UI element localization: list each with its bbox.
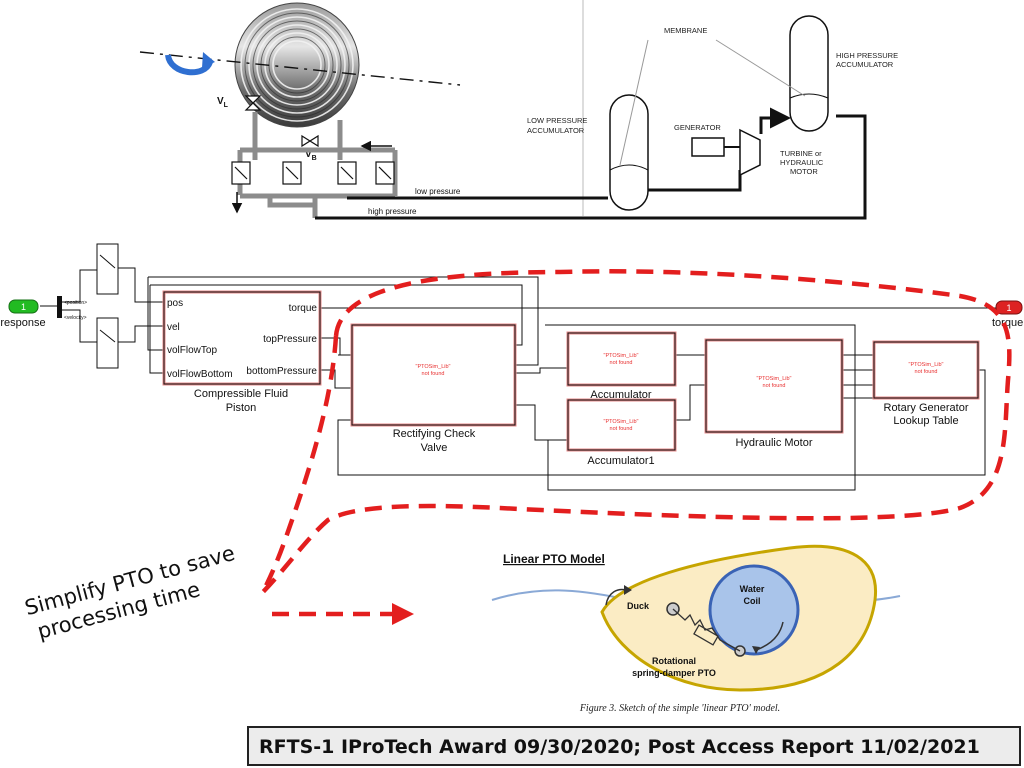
rotary-generator-block[interactable]: "PTOSim_Lib" not found Rotary Generator … — [872, 340, 980, 427]
low-pressure-label: low pressure — [415, 187, 461, 196]
hydraulic-motor-block[interactable]: "PTOSim_Lib" not found Hydraulic Motor — [704, 338, 844, 449]
water-coil-label-2: Coil — [744, 596, 761, 606]
low-accum-label-1: LOW PRESSURE — [527, 116, 587, 125]
piston-port-volflowtop: volFlowTop — [167, 345, 217, 356]
bus-selector-bar — [57, 296, 62, 318]
high-pressure-line — [315, 114, 867, 220]
block-name-rotary-1: Rotary Generator — [884, 402, 969, 414]
accumulator-block[interactable]: "PTOSim_Lib" not found Accumulator — [566, 331, 677, 401]
block-name-rotary-2: Lookup Table — [893, 415, 958, 427]
piston-port-pos: pos — [167, 298, 183, 309]
simulink-model: <position> <velocity> 1 response 1 torqu… — [0, 243, 1023, 491]
outport-number: 1 — [1006, 303, 1011, 313]
piston-port-toppressure: topPressure — [263, 334, 317, 345]
piston-port-volflowbottom: volFlowBottom — [167, 369, 233, 380]
not-found-text: not found — [915, 369, 938, 375]
linear-model-title: Linear PTO Model — [503, 552, 605, 566]
valve-l-label: VL — [217, 96, 229, 109]
dashed-highlight — [258, 269, 1012, 597]
missing-lib-text: "PTOSim_Lib" — [909, 362, 944, 368]
outport-torque[interactable]: 1 torque — [992, 300, 1023, 329]
figure-caption: Figure 3. Sketch of the simple 'linear P… — [579, 703, 780, 714]
membrane-pointer-2 — [715, 39, 806, 97]
high-accum-label-1: HIGH PRESSURE — [836, 51, 898, 60]
bus-label-velocity: <velocity> — [64, 315, 87, 321]
not-found-text: not found — [763, 383, 786, 389]
top-schematic: VL VB low pressure high pressure — [139, 0, 898, 220]
switch-block-1[interactable] — [96, 243, 119, 295]
block-name-accumulator: Accumulator — [590, 389, 651, 401]
missing-lib-text: "PTOSim_Lib" — [604, 353, 639, 359]
block-name-rectifying-2: Valve — [421, 442, 448, 454]
footer-banner: RFTS-1 IProTech Award 09/30/2020; Post A… — [247, 726, 1021, 766]
inport-label: response — [0, 317, 45, 329]
not-found-text: not found — [422, 371, 445, 377]
piston-port-bottompressure: bottomPressure — [246, 366, 317, 377]
rotation-arrow-icon — [165, 54, 213, 76]
high-accum-label-2: ACCUMULATOR — [836, 60, 894, 69]
missing-lib-text: "PTOSim_Lib" — [416, 364, 451, 370]
water-coil — [708, 564, 800, 656]
coil-illustration: VL VB — [139, 2, 461, 162]
inport-number: 1 — [21, 302, 26, 312]
outport-label: torque — [992, 317, 1023, 329]
not-found-text: not found — [610, 360, 633, 366]
generator-label: GENERATOR — [674, 123, 721, 132]
piston-name-2: Piston — [226, 402, 257, 414]
valve-b-icon — [301, 134, 319, 148]
not-found-text: not found — [610, 426, 633, 432]
turbine-label-1: TURBINE or — [780, 149, 822, 158]
switch-block-2[interactable] — [96, 317, 119, 369]
block-name-accumulator1: Accumulator1 — [587, 455, 654, 467]
piston-port-torque: torque — [289, 303, 318, 314]
turbine-label-2: HYDRAULIC — [780, 158, 824, 167]
inport-response[interactable]: 1 response — [0, 299, 46, 329]
check-valves — [231, 161, 395, 185]
block-name-rectifying-1: Rectifying Check — [393, 428, 476, 440]
membrane-label: MEMBRANE — [664, 26, 707, 35]
pointer-arrow-icon — [392, 603, 414, 625]
pto-label-1: Rotational — [652, 656, 696, 666]
missing-lib-text: "PTOSim_Lib" — [757, 376, 792, 382]
piston-port-vel: vel — [167, 322, 180, 333]
water-coil-label-1: Water — [740, 584, 765, 594]
membrane-pointer-1 — [619, 39, 649, 166]
rectifying-check-valve-block[interactable]: "PTOSim_Lib" not found Rectifying Check … — [350, 323, 517, 454]
piston-block[interactable]: pos vel volFlowTop volFlowBottom torque … — [162, 290, 322, 414]
duck-label: Duck — [627, 601, 650, 611]
signal-lines — [40, 267, 1000, 491]
bus-label-position: <position> — [64, 300, 87, 306]
generator-icon — [691, 137, 725, 157]
valve-l-icon — [244, 95, 262, 111]
high-pressure-label: high pressure — [368, 207, 417, 216]
turbine-label-3: MOTOR — [790, 167, 818, 176]
low-accum-label-2: ACCUMULATOR — [527, 126, 585, 135]
valve-b-label: VB — [305, 149, 317, 162]
linear-pto-model: Linear PTO Model Duck Water Coil Rotatio… — [491, 544, 901, 714]
turbine-icon — [739, 128, 761, 177]
pto-label-2: spring-damper PTO — [632, 668, 716, 678]
low-pressure-accumulator — [609, 94, 649, 211]
accumulator1-block[interactable]: "PTOSim_Lib" not found Accumulator1 — [566, 398, 677, 467]
block-name-hydraulic-motor: Hydraulic Motor — [735, 437, 812, 449]
missing-lib-text: "PTOSim_Lib" — [604, 419, 639, 425]
piping — [237, 112, 398, 218]
piston-name-1: Compressible Fluid — [194, 388, 288, 400]
high-pressure-accumulator — [789, 15, 829, 132]
duck-rotation-arrow-icon — [605, 588, 627, 606]
